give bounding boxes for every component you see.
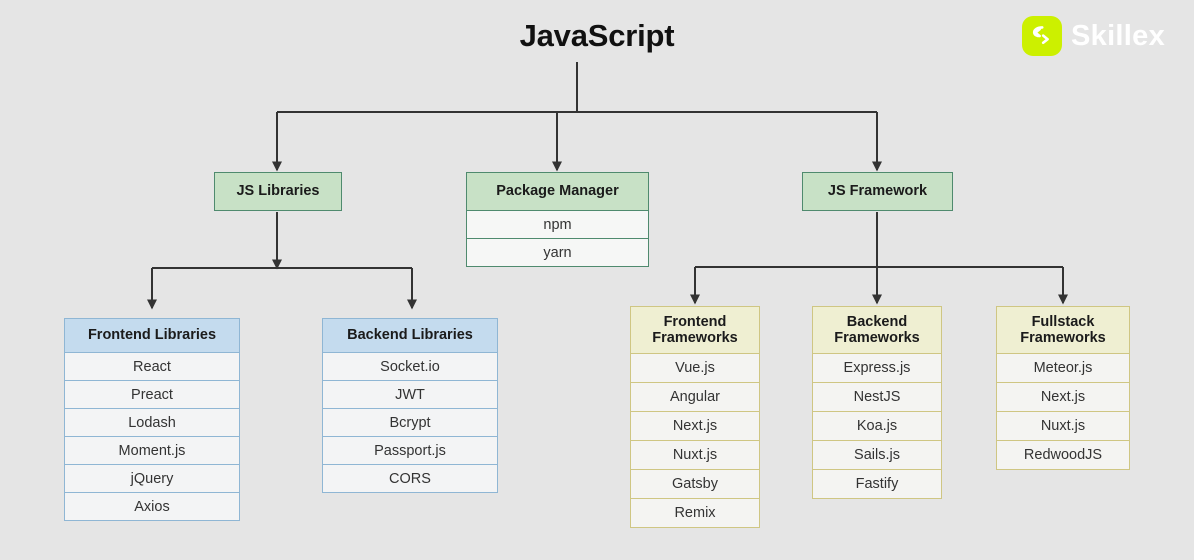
list-item-redwoodjs[interactable]: RedwoodJS xyxy=(996,441,1130,470)
list-item-angular[interactable]: Angular xyxy=(630,383,760,412)
page-title: JavaScript xyxy=(519,18,675,53)
node-fullstack-frameworks-header: Fullstack Frameworks xyxy=(996,306,1130,354)
list-item-axios[interactable]: Axios xyxy=(64,493,240,521)
list-item-expressjs[interactable]: Express.js xyxy=(812,354,942,383)
list-item-nuxtjs[interactable]: Nuxt.js xyxy=(630,441,760,470)
node-backend-frameworks-header: Backend Frameworks xyxy=(812,306,942,354)
list-item-koajs[interactable]: Koa.js xyxy=(812,412,942,441)
node-package-manager-header: Package Manager xyxy=(466,172,649,211)
list-item-fastify[interactable]: Fastify xyxy=(812,470,942,499)
list-item-meteorjs[interactable]: Meteor.js xyxy=(996,354,1130,383)
list-item-npm[interactable]: npm xyxy=(466,211,649,239)
list-item-bcrypt[interactable]: Bcrypt xyxy=(322,409,498,437)
node-frontend-frameworks[interactable]: Frontend Frameworks Vue.js Angular Next.… xyxy=(630,306,760,528)
node-js-libraries[interactable]: JS Libraries xyxy=(214,172,342,211)
node-frontend-libraries-header: Frontend Libraries xyxy=(64,318,240,353)
list-item-nuxtjs[interactable]: Nuxt.js xyxy=(996,412,1130,441)
list-item-nextjs[interactable]: Next.js xyxy=(996,383,1130,412)
header-line-1: Fullstack xyxy=(1031,313,1095,330)
list-item-nextjs[interactable]: Next.js xyxy=(630,412,760,441)
list-item-gatsby[interactable]: Gatsby xyxy=(630,470,760,499)
list-item-jquery[interactable]: jQuery xyxy=(64,465,240,493)
list-item-react[interactable]: React xyxy=(64,353,240,381)
skillex-chevron-icon xyxy=(1022,16,1062,56)
header-line-1: Backend xyxy=(846,313,908,330)
list-item-sailsjs[interactable]: Sails.js xyxy=(812,441,942,470)
list-item-cors[interactable]: CORS xyxy=(322,465,498,493)
list-item-socketio[interactable]: Socket.io xyxy=(322,353,498,381)
skillex-logo: Skillex xyxy=(1022,16,1165,56)
node-js-libraries-header: JS Libraries xyxy=(214,172,342,211)
header-line-2: Frameworks xyxy=(652,330,738,346)
node-js-framework[interactable]: JS Framework xyxy=(802,172,953,211)
logo-wordmark: Skillex xyxy=(1071,19,1165,52)
list-item-remix[interactable]: Remix xyxy=(630,499,760,528)
node-js-framework-header: JS Framework xyxy=(802,172,953,211)
node-backend-libraries[interactable]: Backend Libraries Socket.io JWT Bcrypt P… xyxy=(322,318,498,493)
header-line-2: Frameworks xyxy=(1020,330,1106,346)
list-item-momentjs[interactable]: Moment.js xyxy=(64,437,240,465)
list-item-lodash[interactable]: Lodash xyxy=(64,409,240,437)
header-line-1: Frontend xyxy=(663,313,727,330)
list-item-nestjs[interactable]: NestJS xyxy=(812,383,942,412)
node-backend-frameworks[interactable]: Backend Frameworks Express.js NestJS Koa… xyxy=(812,306,942,499)
list-item-preact[interactable]: Preact xyxy=(64,381,240,409)
node-backend-libraries-header: Backend Libraries xyxy=(322,318,498,353)
node-frontend-libraries[interactable]: Frontend Libraries React Preact Lodash M… xyxy=(64,318,240,521)
node-frontend-frameworks-header: Frontend Frameworks xyxy=(630,306,760,354)
list-item-passportjs[interactable]: Passport.js xyxy=(322,437,498,465)
header-line-2: Frameworks xyxy=(834,330,920,346)
list-item-jwt[interactable]: JWT xyxy=(322,381,498,409)
node-package-manager[interactable]: Package Manager npm yarn xyxy=(466,172,649,267)
list-item-vuejs[interactable]: Vue.js xyxy=(630,354,760,383)
node-fullstack-frameworks[interactable]: Fullstack Frameworks Meteor.js Next.js N… xyxy=(996,306,1130,470)
list-item-yarn[interactable]: yarn xyxy=(466,239,649,267)
